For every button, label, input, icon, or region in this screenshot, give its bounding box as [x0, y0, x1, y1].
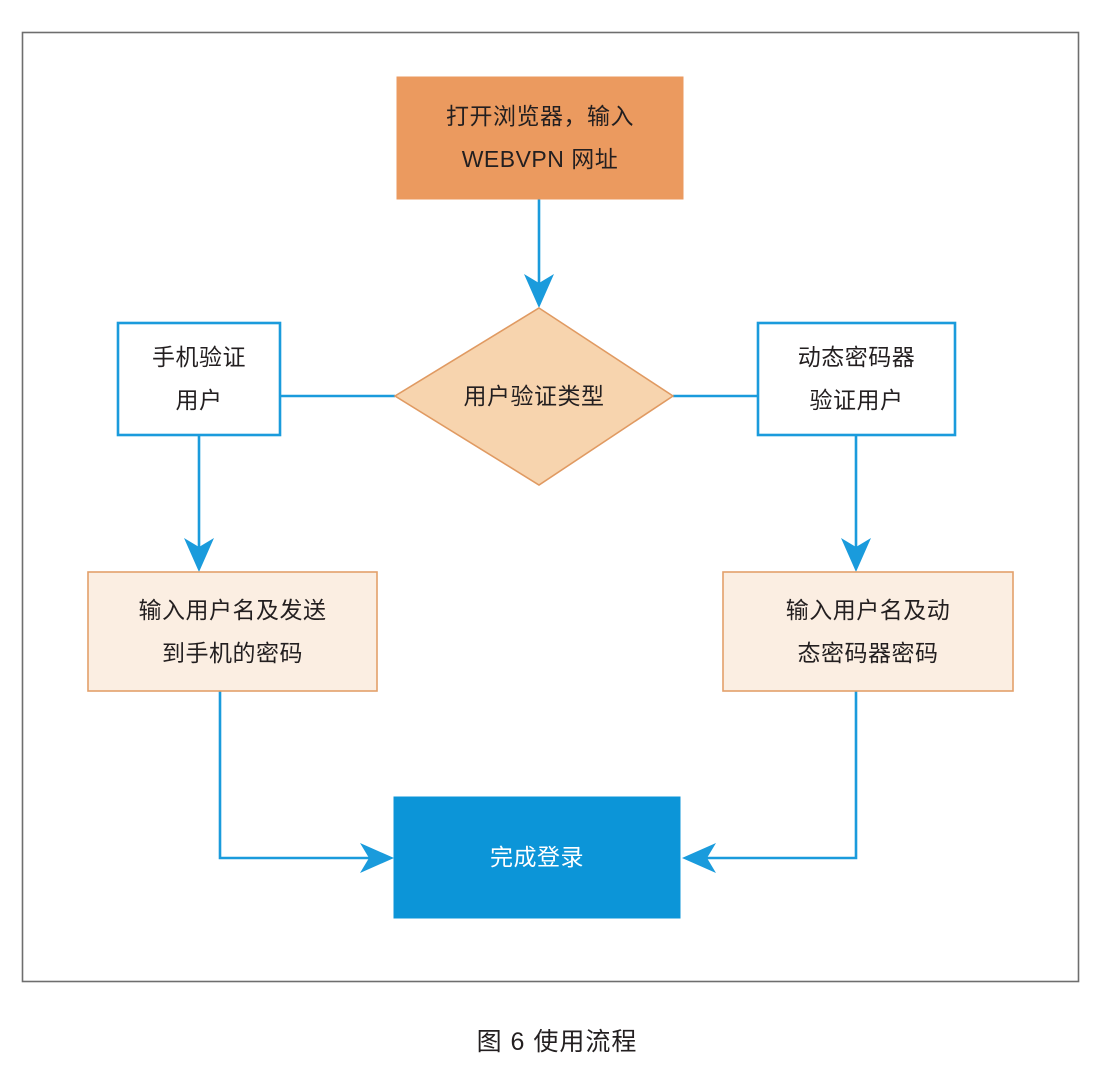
connector-branch-left-to-action-left	[184, 435, 214, 572]
node-shape-start[interactable]	[396, 76, 684, 200]
figure-caption: 图 6 使用流程	[476, 1028, 638, 1056]
connector-branch-right-to-action-right	[841, 435, 871, 572]
connector-action-right-to-end	[682, 691, 858, 873]
node-shape-decision[interactable]	[393, 307, 675, 486]
connector-start-to-decision	[524, 199, 554, 308]
node-shape-branch-left[interactable]	[116, 321, 282, 437]
node-shape-action-left[interactable]	[87, 571, 378, 692]
node-shape-branch-right[interactable]	[756, 321, 957, 437]
node-shape-action-right[interactable]	[722, 571, 1014, 692]
node-shape-end[interactable]	[393, 796, 681, 919]
connector-action-left-to-end	[218, 691, 394, 873]
